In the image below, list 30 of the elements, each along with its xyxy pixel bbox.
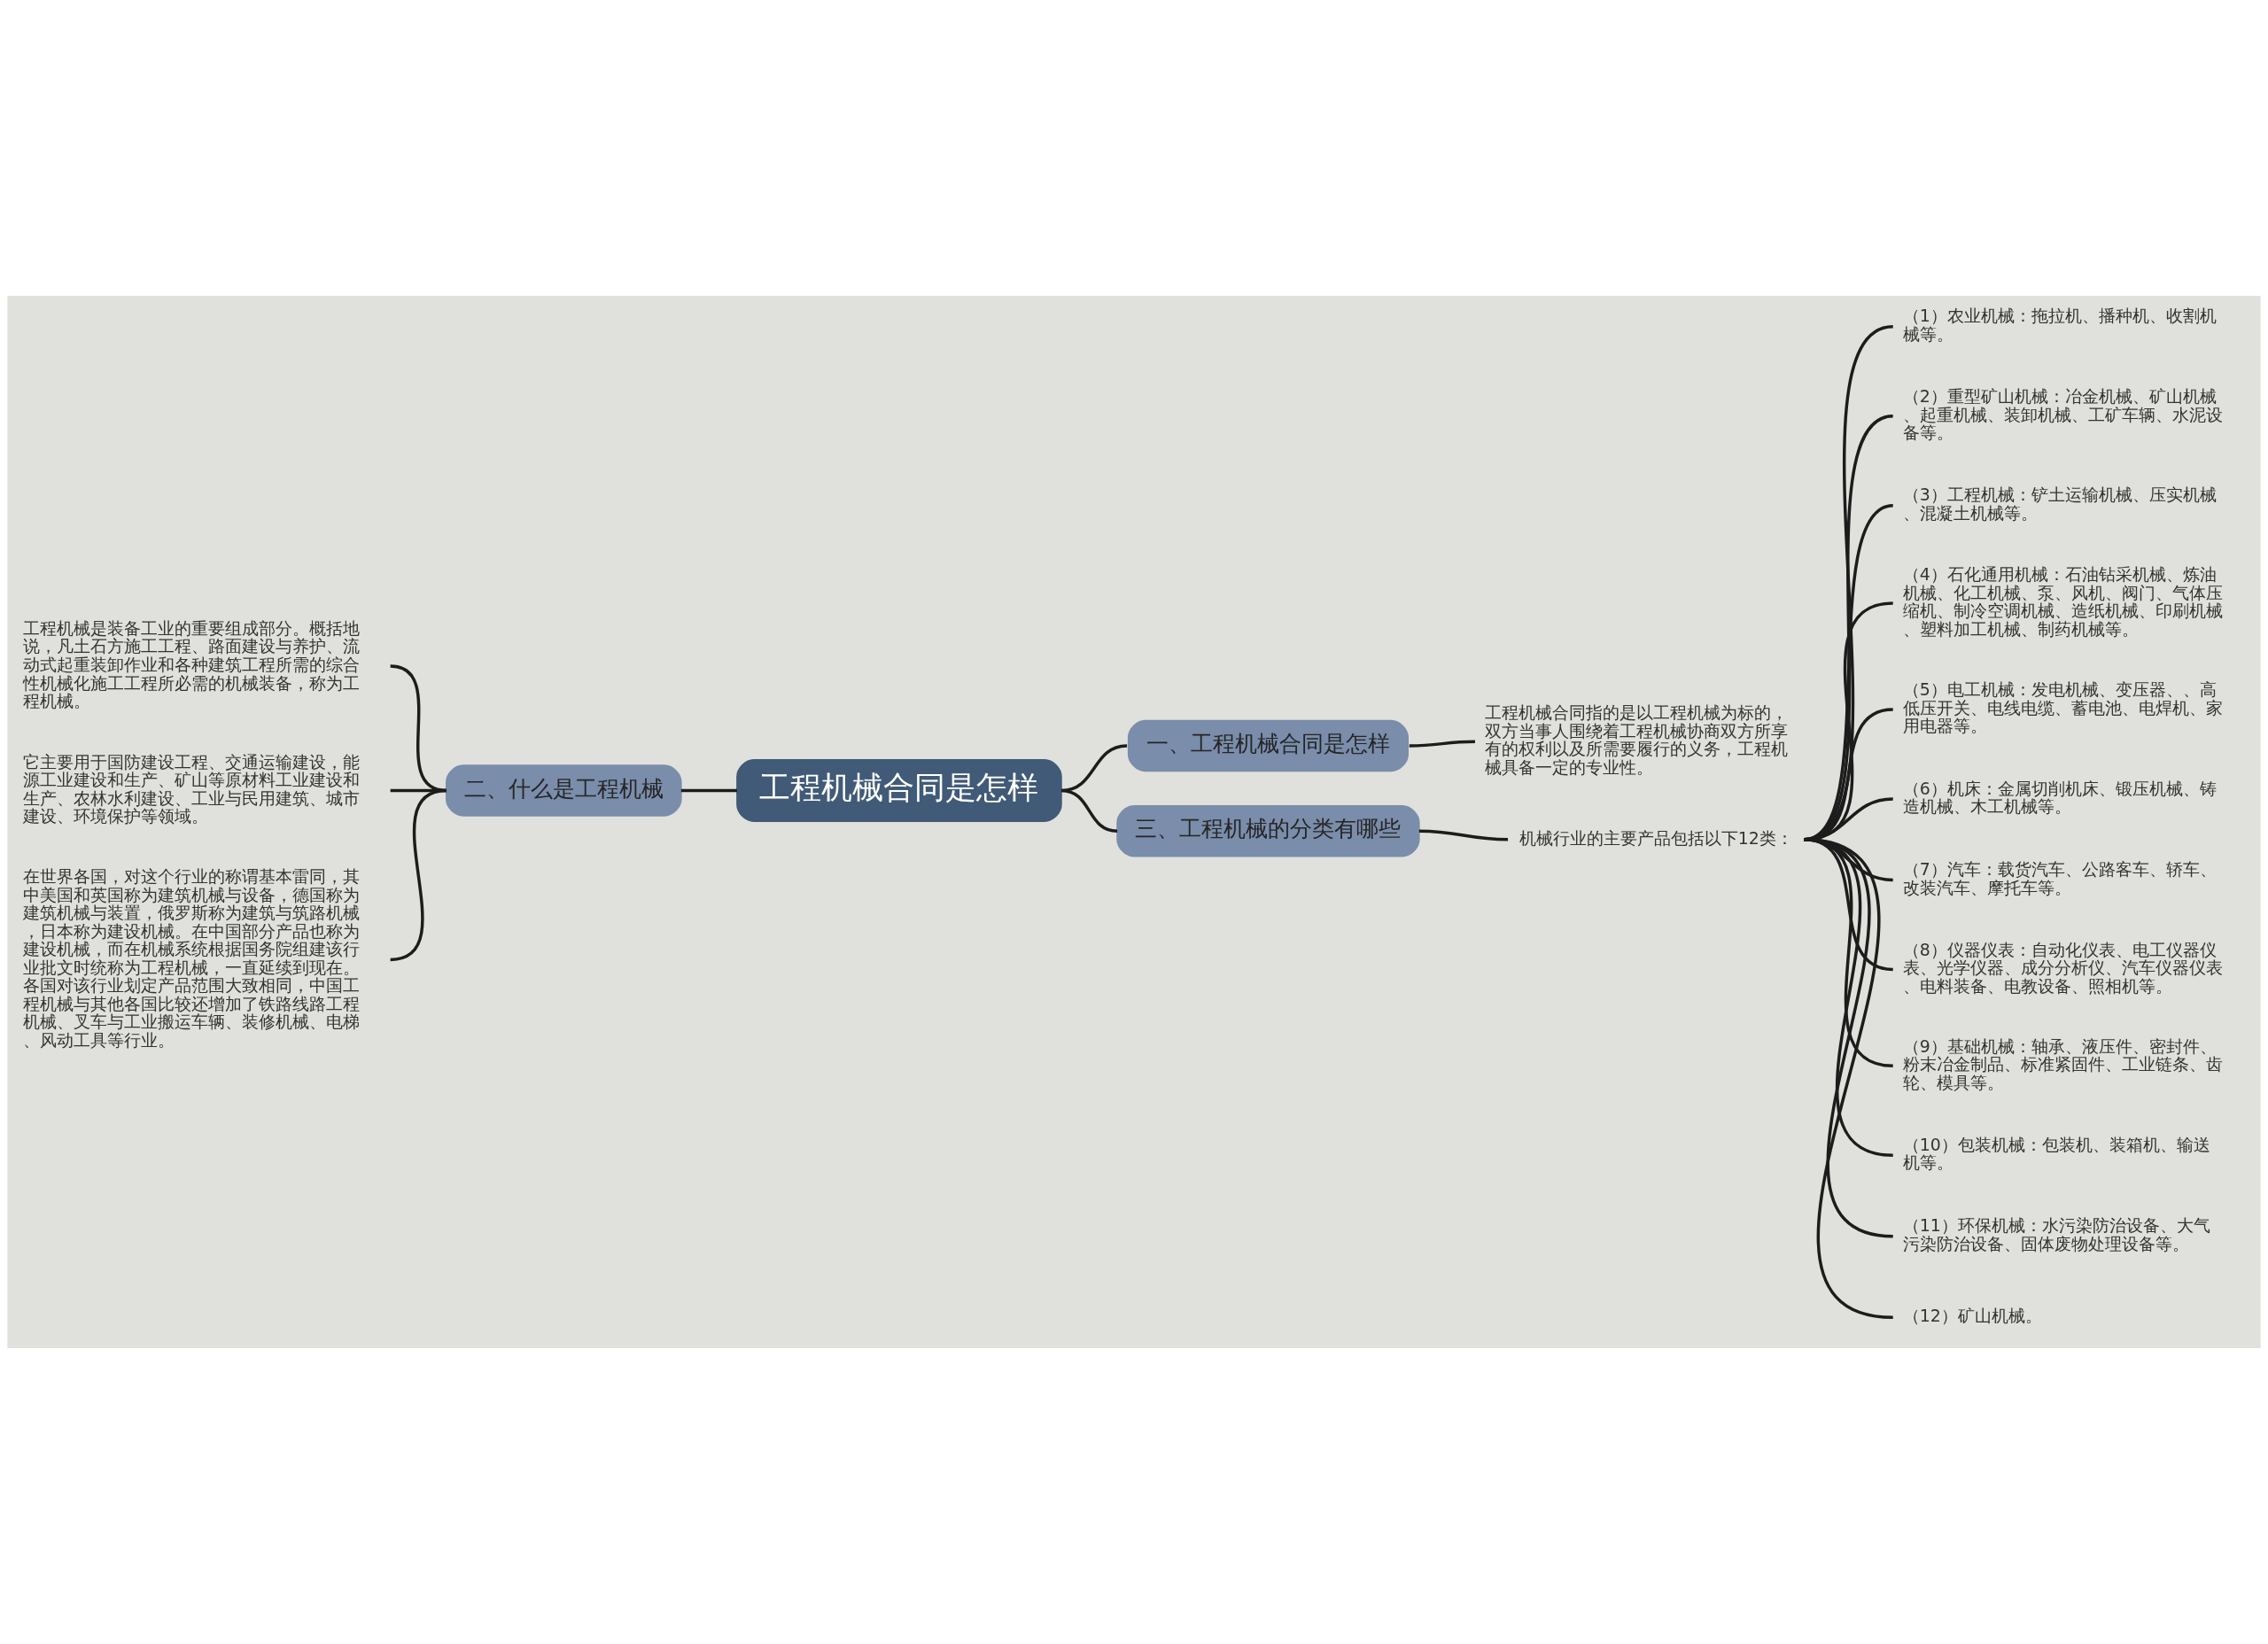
- connector: [1804, 838, 1894, 1157]
- connector: [390, 788, 447, 962]
- connector: [1804, 838, 1894, 1319]
- node-text: 机械行业的主要产品包括以下12类：: [1518, 827, 1793, 848]
- node-box: 三、工程机械的分类有哪些: [1116, 805, 1420, 857]
- node-text: （7）汽车：载货汽车、公路客车、轿车、改装汽车、摩托车等。: [1902, 859, 2217, 897]
- node-box: 二、什么是工程机械: [446, 764, 682, 817]
- node-text: （6）机床：金属切削机床、锻压机械、铸造机械、木工机械等。: [1902, 778, 2217, 817]
- node-text: （11）环保机械：水污染防治设备、大气污染防治设备、固体废物处理设备等。: [1902, 1215, 2210, 1253]
- connector: [1418, 829, 1509, 841]
- connector: [1409, 740, 1475, 748]
- node-text: （9）基础机械：轴承、液压件、密封件、粉末冶金制品、标准紧固件、工业链条、齿轮、模具等。: [1902, 1035, 2223, 1092]
- node-box: 工程机械合同是怎样: [736, 759, 1062, 822]
- connector: [1804, 838, 1894, 1238]
- node-text: （5）电工机械：发电机械、变压器、、高低压开关、电线电缆、蓄电池、电焊机、家用电器等。: [1902, 679, 2223, 736]
- node-text: 它主要用于国防建设工程、交通运输建设，能源工业建设和生产、矿山等原材料工业建设和生产、农林水利建设、工业与民用建筑、城市建设、环境保护等领域。: [22, 751, 360, 826]
- connector: [1060, 788, 1118, 833]
- node-text: （12）矿山机械。: [1902, 1306, 2042, 1326]
- node-text: 在世界各国，对这个行业的称谓基本雷同，其中美国和英国称为建筑机械与设备，德国称为建筑机械与装置，俄罗斯称为建筑与筑路机械，日本称为建设机械。在中国部分产品也称为建设机械，而在机械系统根据国务院组建该行业批文时统称为工程机械，一直延续到现在。各国对该行业划定产品范围大致相同，中国工程机械与其他各国比较还增加了铁路线路工程机械、叉车与工业搬运车辆、装修机械、电梯、风动工具等行业。: [22, 866, 360, 1050]
- connector: [1804, 838, 1894, 1067]
- node-box: 一、工程机械合同是怎样: [1127, 719, 1409, 772]
- node-text: （2）重型矿山机械：冶金机械、矿山机械、起重机械、装卸机械、工矿车辆、水泥设备等。: [1902, 386, 2223, 443]
- node-text: （10）包装机械：包装机、装箱机、输送机等。: [1902, 1134, 2210, 1173]
- connector: [680, 788, 737, 793]
- node-text: （3）工程机械：铲土运输机械、压实机械、混凝土机械等。: [1902, 485, 2217, 523]
- node-text: （1）农业机械：拖拉机、播种机、收割机械等。: [1902, 306, 2217, 344]
- node-text: 工程机械是装备工业的重要组成部分。概括地说，凡土石方施工工程、路面建设与养护、流动式起重装卸作业和各种建筑工程所需的综合性机械化施工工程所必需的机械装备，称为工程机械。: [22, 617, 360, 710]
- node-text: （8）仪器仪表：自动化仪表、电工仪器仪表、光学仪器、成分分析仪、汽车仪器仪表、电料装备、电教设备、照相机等。: [1902, 939, 2223, 996]
- node-text: 工程机械合同指的是以工程机械为标的，双方当事人围绕着工程机械协商双方所享有的权利以及所需要履行的义务，工程机械具备一定的专业性。: [1485, 702, 1788, 777]
- node-text: （4）石化通用机械：石油钻采机械、炼油机械、化工机械、泵、风机、阀门、气体压缩机、制冷空调机械、造纸机械、印刷机械、塑料加工机械、制药机械等。: [1902, 564, 2223, 639]
